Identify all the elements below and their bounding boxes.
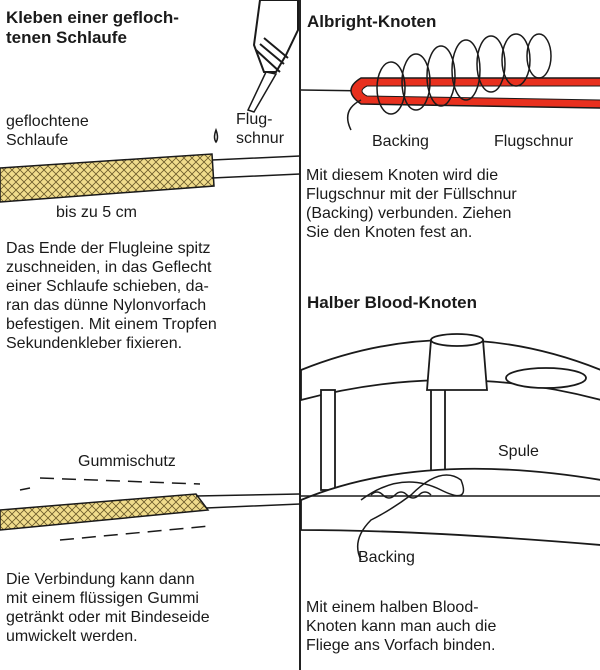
paragraph-rubber-instructions: Die Verbindung kann dann mit einem flüss… [6,571,210,645]
paragraph-albright: Mit diesem Knoten wird die Flugschnur mi… [306,167,517,241]
rubber-protection-illustration [0,477,301,541]
section-title-glue-loop: Kleben einer gefloch- tenen Schlaufe [6,8,179,47]
braided-loop-illustration [0,153,301,203]
section-title-albright: Albright-Knoten [307,12,437,31]
label-rubber-protection: Gummischutz [78,453,176,470]
column-divider [299,0,301,670]
label-fly-line: Flug- schnur [236,111,285,147]
paragraph-glue-instructions: Das Ende der Flugleine spitz zuschneiden… [6,240,217,352]
albright-label-fly-line: Flugschnur [494,133,574,150]
spool-knot-illustration [300,333,600,561]
glue-bottle-illustration [213,0,299,144]
section-title-half-blood: Halber Blood-Knoten [307,293,477,312]
blood-label-backing: Backing [358,549,415,566]
label-braided-loop: geflochtene Schlaufe [6,113,89,149]
paragraph-half-blood: Mit einem halben Blood- Knoten kann man … [306,599,497,654]
blood-label-spool: Spule [498,442,539,461]
label-length: bis zu 5 cm [56,204,137,221]
albright-knot-illustration [300,33,600,131]
albright-label-backing: Backing [372,133,429,150]
